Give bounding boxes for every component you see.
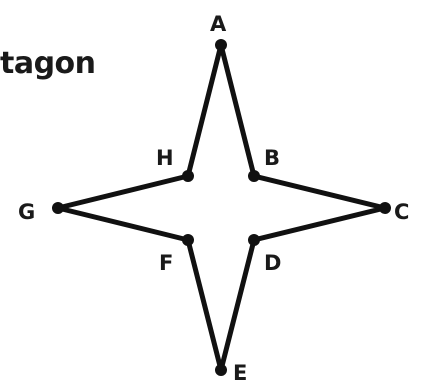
vertex-label-h: H xyxy=(156,146,174,170)
vertex-point-b xyxy=(248,170,260,182)
vertex-point-d xyxy=(248,234,260,246)
vertex-point-c xyxy=(379,202,391,214)
vertex-label-a: A xyxy=(210,12,227,36)
vertex-label-e: E xyxy=(233,361,247,383)
vertex-point-g xyxy=(52,202,64,214)
vertex-point-a xyxy=(215,39,227,51)
octagon-outline xyxy=(55,42,388,373)
vertex-label-g: G xyxy=(18,200,35,224)
vertex-label-d: D xyxy=(264,251,281,275)
vertex-label-b: B xyxy=(264,146,280,170)
vertex-label-c: C xyxy=(394,200,409,224)
vertex-points xyxy=(52,39,391,376)
vertex-point-e xyxy=(215,364,227,376)
title-text: tagon xyxy=(0,46,96,81)
vertex-labels: A B C D E F G H xyxy=(18,12,409,383)
vertex-label-f: F xyxy=(159,251,173,275)
vertex-point-f xyxy=(182,234,194,246)
vertex-point-h xyxy=(182,170,194,182)
